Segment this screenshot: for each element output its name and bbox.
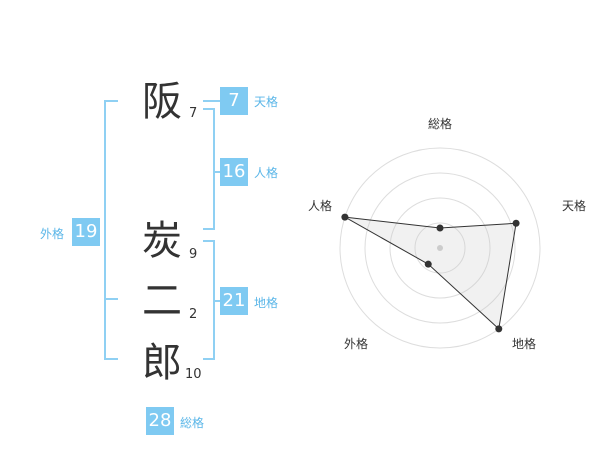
radar-point-5 (341, 213, 349, 221)
tenkaku-connector (203, 100, 220, 102)
jinkaku-connector (213, 171, 220, 173)
jinkaku-bracket-bottom (203, 228, 215, 230)
radar-axis-label-3: 地格 (512, 336, 536, 351)
tenkaku-value: 7 (220, 87, 248, 115)
soukaku-label: 総格 (180, 416, 205, 430)
radar-axis-label-1: 総格 (428, 116, 452, 131)
gaikaku-bracket-bottom (104, 358, 118, 360)
radar-ring (414, 222, 466, 274)
radar-ring (339, 147, 541, 349)
chikaku-bracket-bottom (203, 358, 215, 360)
gaikaku-bracket-top (104, 100, 118, 102)
gaikaku-bracket-mid (104, 298, 118, 300)
radar-center-dot (437, 245, 443, 251)
jinkaku-value: 16 (220, 158, 248, 186)
stroke-count-4: 10 (185, 367, 202, 382)
gaikaku-label: 外格 (40, 227, 65, 241)
chikaku-bracket-top (203, 240, 215, 242)
radar-point-1 (436, 224, 444, 232)
name-char-2: 炭 (142, 218, 182, 264)
radar-ring (364, 172, 516, 324)
name-char-4: 郎 (142, 340, 182, 386)
name-char-3: 二 (142, 278, 182, 324)
jinkaku-label: 人格 (254, 166, 279, 180)
radar-point-2 (512, 219, 520, 227)
tenkaku-label: 天格 (254, 95, 279, 109)
radar-ring (389, 197, 491, 299)
radar-point-3 (495, 325, 503, 333)
name-char-1: 阪 (142, 79, 182, 125)
radar-axis-label-4: 外格 (344, 336, 368, 351)
gaikaku-bracket-vertical (104, 100, 106, 360)
stroke-count-1: 7 (189, 106, 198, 121)
jinkaku-bracket-vertical (213, 108, 215, 230)
chikaku-connector (213, 300, 220, 302)
jinkaku-bracket-top (203, 108, 215, 110)
radar-series-area (344, 216, 517, 330)
stroke-count-3: 2 (189, 307, 198, 322)
radar-axis-label-5: 人格 (308, 198, 332, 213)
radar-point-4 (424, 260, 432, 268)
stroke-count-2: 9 (189, 247, 198, 262)
gaikaku-value: 19 (72, 218, 100, 246)
soukaku-value: 28 (146, 407, 174, 435)
radar-axis-label-2: 天格 (562, 198, 586, 213)
chikaku-label: 地格 (254, 296, 279, 310)
chikaku-value: 21 (220, 287, 248, 315)
